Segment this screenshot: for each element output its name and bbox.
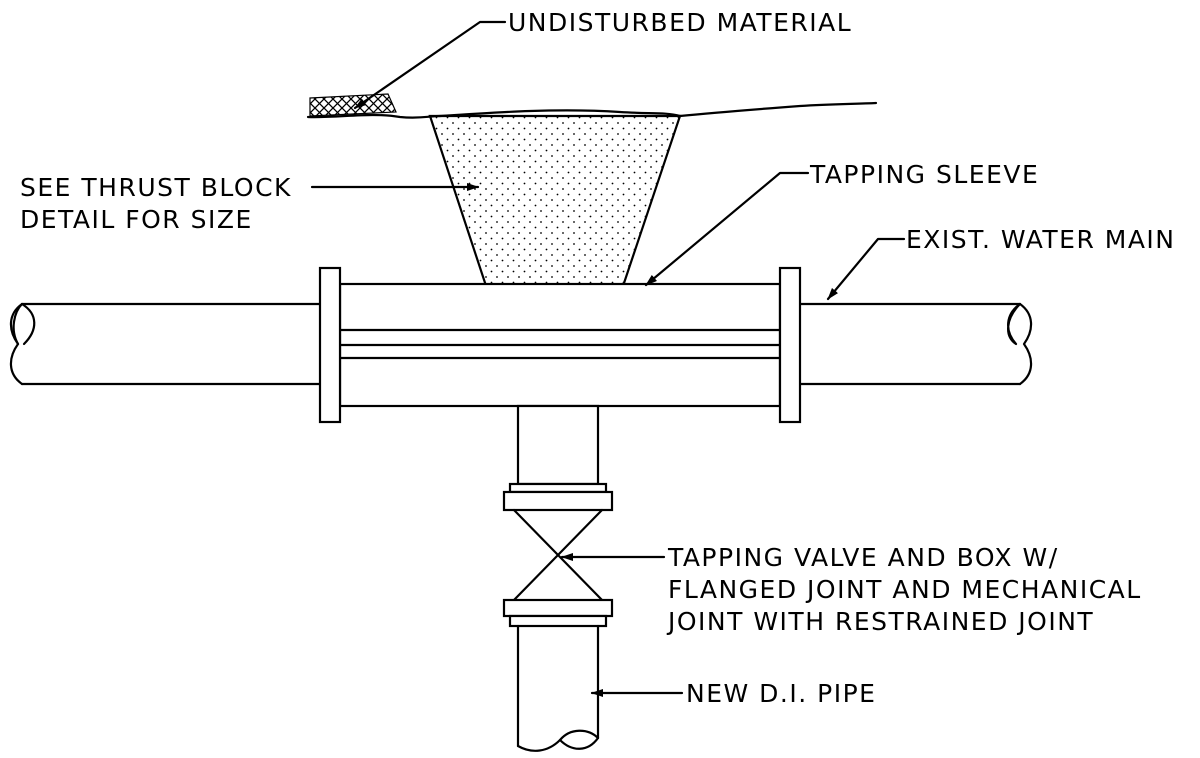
label-see-thrust-block-line2: DETAIL FOR SIZE — [20, 205, 253, 234]
undisturbed-material-hatch — [309, 93, 397, 117]
leader-lines — [310, 20, 906, 697]
existing-water-main — [9, 302, 1033, 386]
label-undisturbed-material: UNDISTURBED MATERIAL — [508, 8, 852, 37]
thrust-block — [428, 114, 682, 306]
tapping-sleeve-body — [318, 266, 802, 424]
label-tapping-valve-line1: TAPPING VALVE AND BOX W/ — [667, 543, 1059, 572]
label-tapping-sleeve: TAPPING SLEEVE — [809, 160, 1039, 189]
label-new-di-pipe: NEW D.I. PIPE — [686, 679, 876, 708]
label-see-thrust-block-line1: SEE THRUST BLOCK — [20, 173, 292, 202]
label-tapping-valve-line2: FLANGED JOINT AND MECHANICAL — [668, 575, 1142, 604]
label-tapping-valve-line3: JOINT WITH RESTRAINED JOINT — [666, 607, 1094, 636]
new-di-pipe — [516, 624, 600, 752]
tapping-valve-assembly — [502, 404, 614, 628]
label-exist-water-main: EXIST. WATER MAIN — [906, 225, 1176, 254]
